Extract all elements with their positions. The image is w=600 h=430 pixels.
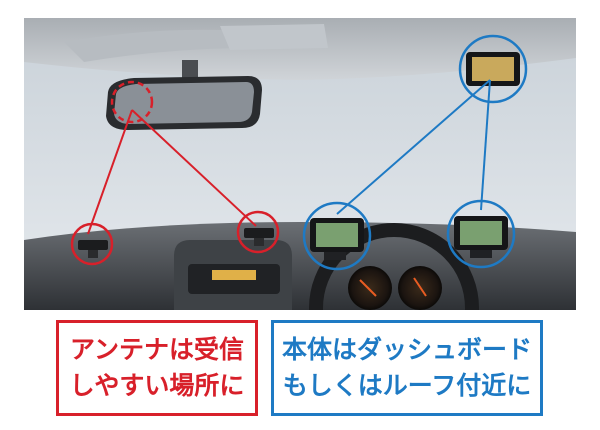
steering-wheel (309, 223, 479, 310)
mirror-stem (182, 60, 198, 82)
unit-caption-line2: もしくはルーフ付近に (282, 371, 532, 400)
red-connector-left (87, 109, 133, 235)
sun-visor (64, 29, 234, 62)
antenna-placement-caption: アンテナは受信 しやすい場所に (56, 320, 258, 416)
device-dashboard-center-marker (302, 201, 372, 271)
unit-caption-line1: 本体はダッシュボード (281, 335, 532, 364)
antenna-left (78, 240, 108, 258)
mirror-glass (114, 82, 254, 124)
device-dashboard-right (454, 216, 508, 258)
device-roof (466, 52, 520, 86)
device-dashboard-center (310, 218, 364, 260)
red-connector-right (131, 109, 257, 227)
speed-gauge (348, 266, 392, 310)
antenna-caption-line1: アンテナは受信 (69, 335, 244, 364)
antenna-right-marker (236, 210, 280, 254)
antenna-mount-marker (110, 80, 154, 124)
antenna-left-marker (70, 222, 114, 266)
antenna-caption-line2: しやすい場所に (69, 371, 245, 400)
audio-display (212, 270, 256, 280)
antenna-windshield (244, 228, 274, 246)
device-roof-marker (458, 34, 528, 104)
overhead-console (220, 24, 328, 50)
car-interior-scene (24, 18, 576, 310)
unit-placement-caption: 本体はダッシュボード もしくはルーフ付近に (271, 320, 543, 416)
blue-connector-left (336, 79, 491, 215)
device-dashboard-right-marker (446, 199, 516, 269)
